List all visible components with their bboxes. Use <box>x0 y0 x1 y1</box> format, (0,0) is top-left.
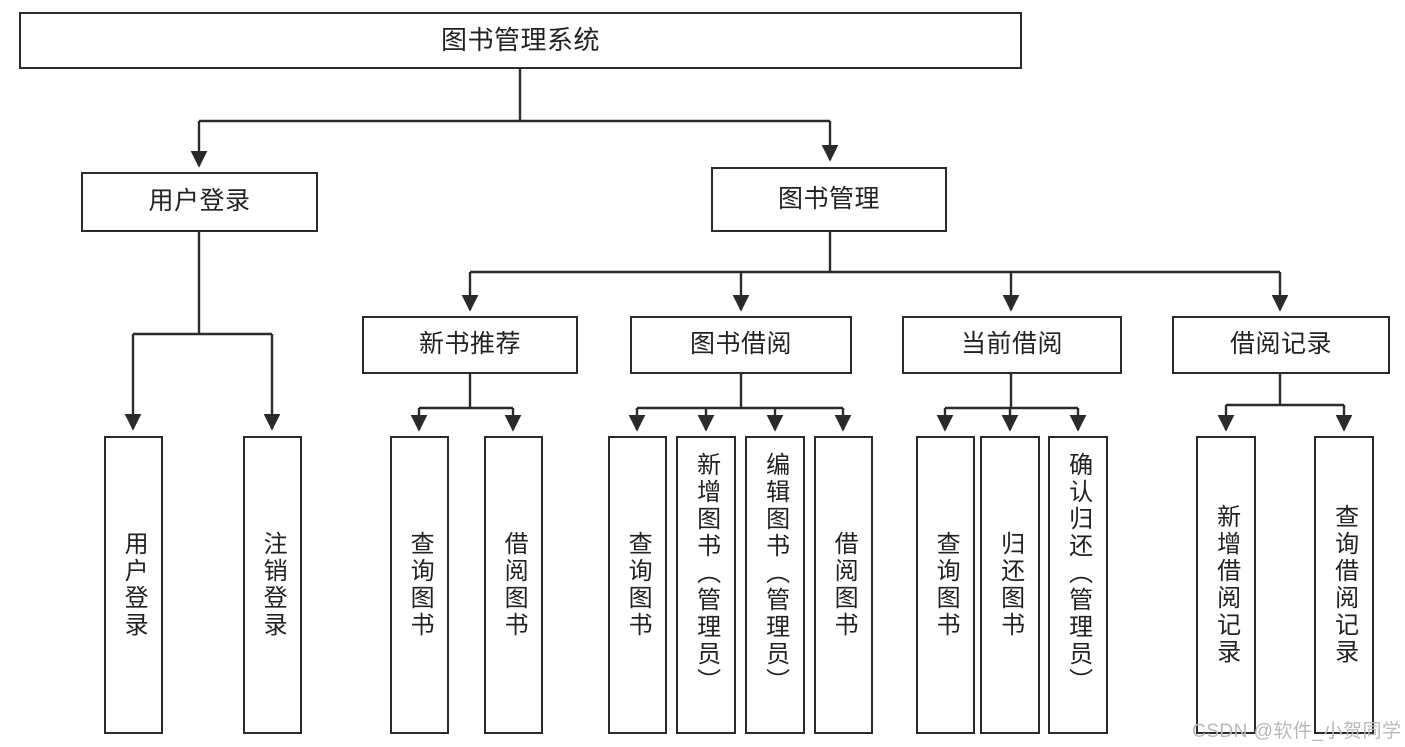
leaf-query-books-new-recommend[interactable]: 查询图书 <box>390 436 449 734</box>
leaf-query-books-borrowing[interactable]: 查询图书 <box>608 436 667 734</box>
node-label: 查询图书 <box>932 531 960 639</box>
leaf-add-borrow-record[interactable]: 新增借阅记录 <box>1196 436 1256 734</box>
node-current-borrowing[interactable]: 当前借阅 <box>902 316 1122 374</box>
node-label: 图书管理 <box>777 184 880 213</box>
node-book-borrowing[interactable]: 图书借阅 <box>630 316 852 374</box>
node-label: 注销登录 <box>259 531 287 639</box>
node-label: 查询借阅记录 <box>1330 504 1358 666</box>
node-label: 新书推荐 <box>418 330 521 359</box>
node-label: 新增图书（管理员） <box>692 452 720 695</box>
leaf-edit-book-admin[interactable]: 编辑图书（管理员） <box>745 436 805 734</box>
node-root-book-management-system[interactable]: 图书管理系统 <box>19 12 1022 69</box>
leaf-query-borrow-record[interactable]: 查询借阅记录 <box>1314 436 1374 734</box>
node-borrowing-record[interactable]: 借阅记录 <box>1172 316 1390 374</box>
csdn-watermark: CSDN @软件_小贺同学 <box>1192 721 1402 742</box>
node-book-management[interactable]: 图书管理 <box>711 167 947 232</box>
node-label: 用户登录 <box>120 531 148 639</box>
node-label: 当前借阅 <box>960 330 1063 359</box>
leaf-add-book-admin[interactable]: 新增图书（管理员） <box>676 436 736 734</box>
leaf-borrow-books-borrowing[interactable]: 借阅图书 <box>814 436 873 734</box>
node-label: 编辑图书（管理员） <box>761 452 789 695</box>
node-label: 查询图书 <box>624 531 652 639</box>
leaf-user-login[interactable]: 用户登录 <box>104 436 163 734</box>
node-user-login[interactable]: 用户登录 <box>81 172 318 232</box>
leaf-return-books[interactable]: 归还图书 <box>980 436 1040 734</box>
node-label: 归还图书 <box>996 531 1024 639</box>
leaf-borrow-books-new-recommend[interactable]: 借阅图书 <box>484 436 543 734</box>
node-label: 图书管理系统 <box>440 25 600 56</box>
leaf-query-books-current[interactable]: 查询图书 <box>916 436 975 734</box>
node-label: 确认归还（管理员） <box>1064 452 1092 695</box>
node-label: 用户登录 <box>148 187 251 216</box>
node-label: 新增借阅记录 <box>1212 504 1240 666</box>
node-label: 图书借阅 <box>689 330 792 359</box>
leaf-logout[interactable]: 注销登录 <box>243 436 302 734</box>
leaf-confirm-return-admin[interactable]: 确认归还（管理员） <box>1048 436 1108 734</box>
node-label: 借阅图书 <box>830 531 858 639</box>
node-label: 查询图书 <box>406 531 434 639</box>
node-label: 借阅记录 <box>1229 330 1332 359</box>
node-new-book-recommendation[interactable]: 新书推荐 <box>362 316 578 374</box>
node-label: 借阅图书 <box>500 531 528 639</box>
